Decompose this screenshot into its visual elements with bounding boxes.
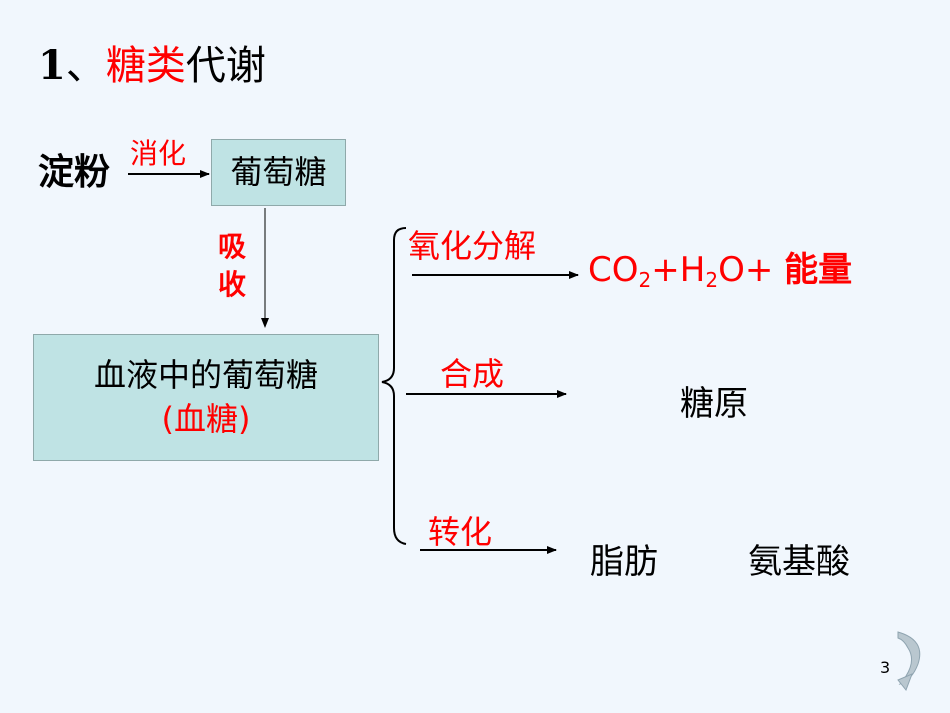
h2o-o: O (718, 250, 745, 290)
title-highlight: 糖类 (105, 43, 186, 89)
plus-sign-2: + (744, 250, 785, 290)
blood-glucose-label: 血液中的葡萄糖 (93, 356, 318, 394)
oxidation-products: CO2+H2O+ 能量 (588, 246, 852, 304)
absorption-label: 吸收 (217, 230, 246, 301)
glycogen-label: 糖原 (680, 384, 748, 424)
return-arrow-icon (897, 631, 921, 691)
digestion-label: 消化 (130, 137, 187, 170)
glucose-label: 葡萄糖 (230, 153, 327, 191)
blood-sugar-label: (血糖) (161, 400, 251, 438)
h2o-h: H (679, 250, 706, 290)
slide-title: 1、糖类代谢 (38, 38, 266, 94)
branch-brace (381, 227, 407, 545)
synthesis-label: 合成 (440, 355, 505, 393)
co2-subscript: 2 (638, 268, 652, 292)
oxidation-label: 氧化分解 (408, 227, 537, 265)
title-separator: 、 (65, 43, 106, 89)
starch-label: 淀粉 (38, 152, 111, 193)
blood-glucose-box: 血液中的葡萄糖 (血糖) (33, 334, 379, 461)
energy-label: 能量 (784, 250, 853, 290)
title-rest: 代谢 (185, 43, 266, 89)
page-number: 3 (880, 658, 891, 677)
co2-base: CO (588, 250, 639, 290)
fat-label: 脂肪 (590, 542, 658, 582)
amino-acid-label: 氨基酸 (748, 542, 850, 582)
conversion-label: 转化 (428, 513, 493, 551)
h2o-subscript: 2 (705, 268, 719, 292)
plus-sign-1: + (651, 250, 680, 290)
title-number: 1 (38, 42, 66, 89)
glucose-box: 葡萄糖 (211, 139, 346, 206)
